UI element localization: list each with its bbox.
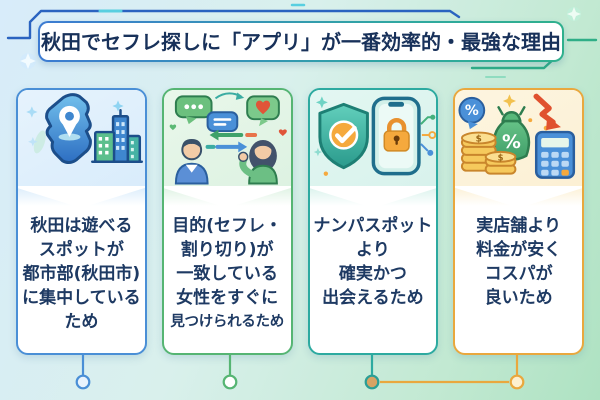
shield-check-icon bbox=[317, 102, 369, 170]
woman-figure bbox=[237, 139, 278, 185]
node-dot bbox=[364, 374, 380, 390]
man-figure bbox=[174, 138, 209, 185]
card-chevron bbox=[17, 186, 145, 208]
chat-bubble-text-icon bbox=[206, 111, 239, 133]
coin-stack-icon: $ bbox=[484, 150, 517, 175]
money-bag-icon: % bbox=[493, 106, 531, 162]
card-text: 実店舗より 料金が安く コスパが 良いため bbox=[476, 216, 562, 308]
card-icon-area bbox=[163, 90, 291, 186]
page-title: 秋田でセフレ探しに「アプリ」が一番効率的・最強な理由 bbox=[41, 29, 561, 54]
chat-bubble-heart-icon bbox=[245, 95, 280, 127]
reason-card-cost: % % $ bbox=[453, 88, 584, 355]
exchange-arrows-icon bbox=[205, 129, 257, 153]
svg-text:%: % bbox=[502, 132, 521, 153]
down-arrow-icon bbox=[533, 93, 562, 131]
akita-map-city-icon bbox=[26, 93, 144, 164]
shield-phone-security-icon bbox=[313, 96, 436, 176]
circuit-decoration bbox=[419, 114, 436, 156]
svg-text:$: $ bbox=[476, 134, 482, 144]
node-dot bbox=[222, 374, 238, 390]
reason-card-matching: 目的(セフレ・ 割り切り)が 一致している 女性をすぐに 見つけられるため bbox=[161, 88, 293, 355]
matching-chat-people-icon bbox=[169, 92, 287, 185]
title-circuit-decoration bbox=[6, 3, 598, 78]
reason-card-location: 秋田は遊べる スポットが 都市部(秋田市) に集中している ため bbox=[16, 88, 147, 355]
card-text: ナンパスポット より 確実かつ 出会えるため bbox=[313, 216, 433, 308]
percent-bubble-icon: % bbox=[458, 96, 486, 130]
card-icon-area bbox=[18, 90, 145, 186]
sparkle-icon bbox=[315, 96, 328, 109]
smartphone-lock-icon bbox=[371, 96, 421, 176]
card-text: 目的(セフレ・ 割り切り)が 一致している 女性をすぐに 見つけられるため bbox=[170, 216, 284, 330]
chat-bubble-dots-icon bbox=[174, 95, 213, 125]
card-chevron bbox=[309, 186, 437, 208]
calculator-icon bbox=[535, 130, 576, 179]
card-icon-area bbox=[309, 90, 437, 186]
card-text: 秋田は遊べる スポットが 都市部(秋田市) に集中している ため bbox=[22, 216, 141, 332]
svg-text:%: % bbox=[465, 103, 479, 119]
connector-nodes-decoration bbox=[75, 354, 525, 390]
card-chevron bbox=[163, 186, 291, 208]
card-chevron bbox=[455, 186, 583, 208]
heart-icon bbox=[278, 129, 287, 137]
reason-card-certainty: ナンパスポット より 確実かつ 出会えるため bbox=[307, 88, 439, 355]
location-pin-icon bbox=[58, 105, 81, 141]
city-buildings-icon bbox=[91, 109, 144, 164]
sparkle-icon bbox=[567, 7, 581, 21]
node-dot bbox=[75, 374, 91, 390]
svg-text:$: $ bbox=[498, 152, 504, 162]
card-icon-area: % % $ bbox=[455, 90, 582, 186]
title-banner: 秋田でセフレ探しに「アプリ」が一番効率的・最強な理由 bbox=[38, 21, 564, 62]
node-dot bbox=[509, 374, 525, 390]
heart-icon bbox=[169, 124, 176, 131]
sparkle-icon bbox=[503, 94, 517, 108]
reason-cards-row: 秋田は遊べる スポットが 都市部(秋田市) に集中している ため bbox=[16, 88, 584, 355]
sparkle-icon bbox=[20, 53, 36, 69]
money-cost-down-icon: % % $ bbox=[458, 93, 576, 179]
